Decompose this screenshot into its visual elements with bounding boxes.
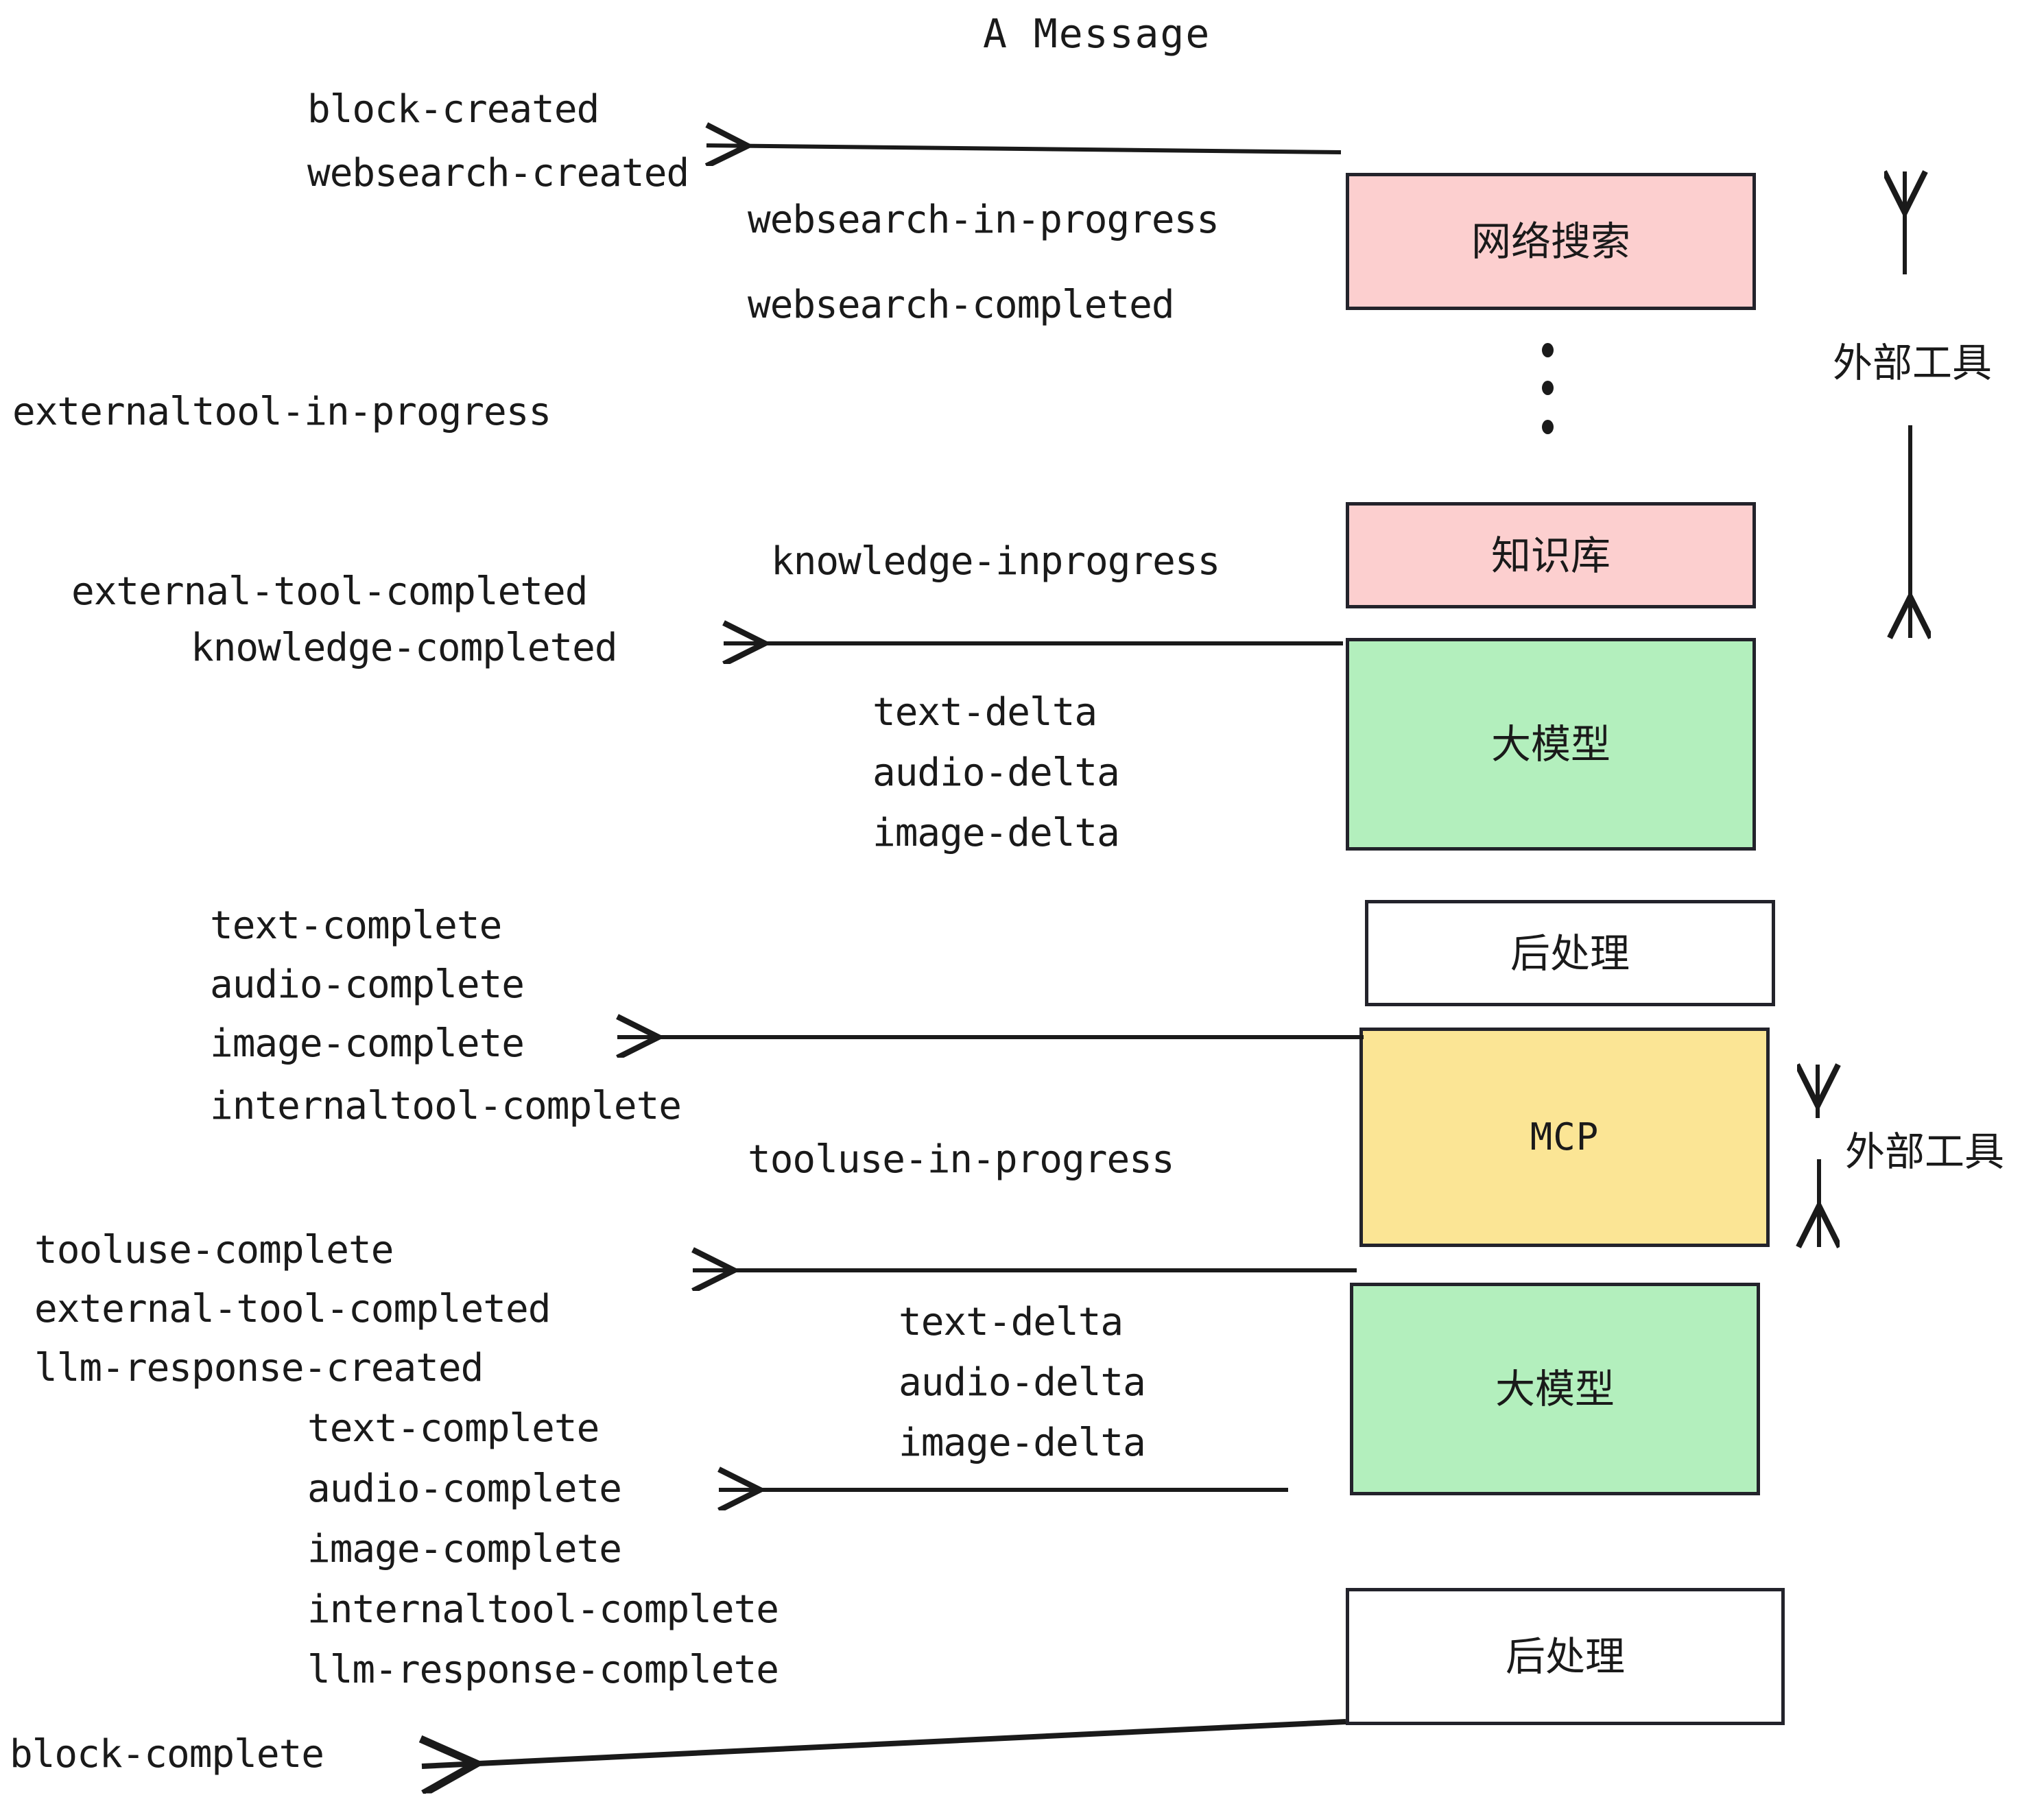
- event-label-image-delta-1: image-delta: [872, 811, 1120, 855]
- side-label-external-tools-bottom: 外部工具: [1845, 1128, 2005, 1175]
- side-label-external-tools-top: 外部工具: [1833, 340, 1993, 386]
- node-llm-1[interactable]: 大模型: [1346, 638, 1756, 851]
- event-label-external-tool-completed-1: external-tool-completed: [71, 569, 588, 614]
- event-label-websearch-completed: websearch-completed: [748, 283, 1175, 327]
- event-label-block-created: block-created: [307, 87, 599, 132]
- node-knowledge[interactable]: 知识库: [1346, 502, 1756, 608]
- ellipsis-dot-1: [1542, 343, 1554, 357]
- node-websearch[interactable]: 网络搜索: [1346, 173, 1756, 310]
- node-mcp-label: MCP: [1530, 1115, 1600, 1159]
- event-label-knowledge-inprogress: knowledge-inprogress: [771, 539, 1220, 584]
- event-label-websearch-created: websearch-created: [307, 151, 689, 195]
- event-label-text-delta-1: text-delta: [872, 690, 1097, 735]
- event-label-llm-response-created: llm-response-created: [34, 1346, 484, 1390]
- event-label-externaltool-in-progress: externaltool-in-progress: [12, 390, 551, 434]
- event-label-audio-complete-1: audio-complete: [210, 962, 525, 1007]
- event-label-text-complete-1: text-complete: [210, 903, 502, 948]
- event-label-image-complete-1: image-complete: [210, 1021, 525, 1066]
- event-label-text-delta-2: text-delta: [899, 1300, 1124, 1344]
- node-llm-2[interactable]: 大模型: [1350, 1283, 1760, 1495]
- arrow-postproc2-to-block-complete: [422, 1719, 1346, 1766]
- node-knowledge-label: 知识库: [1490, 532, 1611, 579]
- node-llm-1-label: 大模型: [1490, 721, 1611, 768]
- event-label-internaltool-complete-2: internaltool-complete: [307, 1587, 779, 1632]
- event-label-llm-response-complete: llm-response-complete: [307, 1648, 779, 1692]
- event-label-audio-delta-2: audio-delta: [899, 1360, 1146, 1405]
- node-postproc-2-label: 后处理: [1505, 1633, 1625, 1680]
- event-label-image-complete-2: image-complete: [307, 1527, 622, 1571]
- event-label-audio-complete-2: audio-complete: [307, 1467, 622, 1511]
- node-llm-2-label: 大模型: [1495, 1366, 1615, 1412]
- event-label-websearch-in-progress: websearch-in-progress: [748, 198, 1220, 242]
- event-label-block-complete: block-complete: [10, 1732, 324, 1777]
- event-label-tooluse-complete: tooluse-complete: [34, 1228, 394, 1272]
- ellipsis-dot-3: [1542, 420, 1554, 434]
- event-label-text-complete-2: text-complete: [307, 1406, 599, 1451]
- event-label-image-delta-2: image-delta: [899, 1421, 1146, 1465]
- node-websearch-label: 网络搜索: [1471, 218, 1630, 265]
- node-postproc-1-label: 后处理: [1510, 929, 1630, 977]
- page-title: A Message: [983, 10, 1211, 57]
- event-label-audio-delta-1: audio-delta: [872, 750, 1120, 795]
- ellipsis-dot-2: [1542, 381, 1554, 395]
- event-label-knowledge-completed: knowledge-completed: [191, 626, 618, 670]
- node-postproc-1[interactable]: 后处理: [1365, 900, 1775, 1006]
- arrow-websearch-to-created: [706, 145, 1342, 152]
- event-label-tooluse-in-progress: tooluse-in-progress: [748, 1137, 1175, 1182]
- node-postproc-2[interactable]: 后处理: [1346, 1588, 1785, 1725]
- node-mcp[interactable]: MCP: [1359, 1028, 1770, 1247]
- event-label-external-tool-completed-2: external-tool-completed: [34, 1287, 551, 1331]
- event-label-internaltool-complete-1: internaltool-complete: [210, 1084, 682, 1128]
